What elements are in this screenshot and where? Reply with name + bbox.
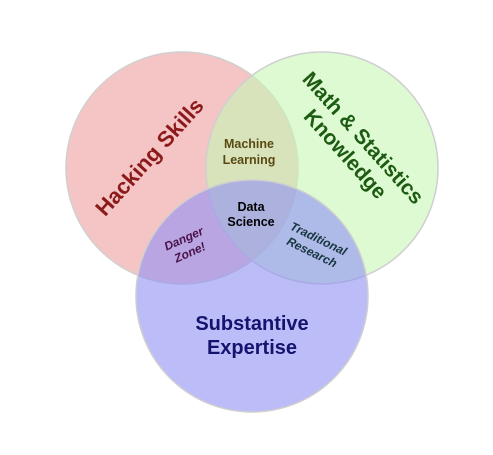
machine-learning-label-line2: Learning — [223, 153, 276, 167]
substantive-expertise-label-line1: Substantive — [195, 313, 308, 335]
substantive-expertise-label-line2: Expertise — [207, 337, 297, 359]
data-science-label-line2: Science — [227, 215, 274, 229]
machine-learning-label-line1: Machine — [224, 137, 274, 151]
data-science-label-line1: Data — [237, 200, 265, 214]
substantive-expertise-circle — [135, 179, 369, 413]
